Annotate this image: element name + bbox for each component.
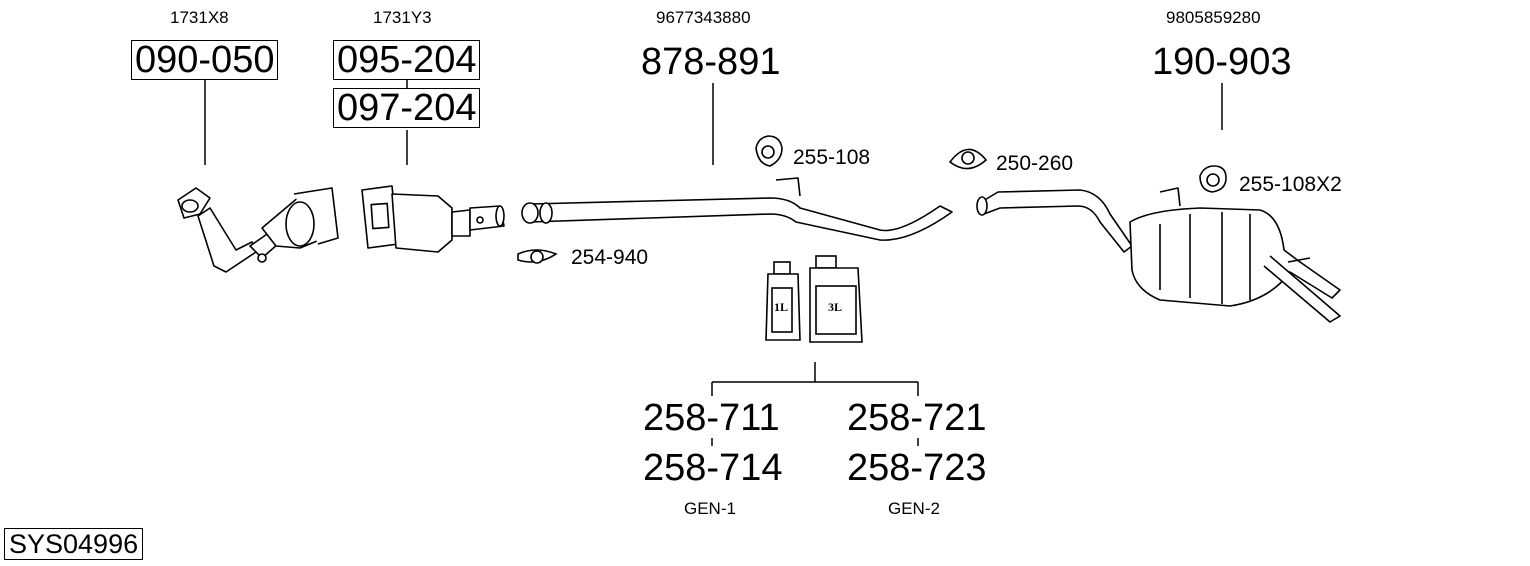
gen1-code-bottom[interactable]: 258-714	[643, 447, 783, 489]
clamp-front-icon	[517, 249, 558, 264]
middle-pipe-drawing	[521, 177, 953, 241]
middle-pipe-oem: 9677343880	[656, 8, 751, 27]
rear-silencer-oem: 9805859280	[1166, 8, 1261, 27]
catalyst-oem: 1731Y3	[373, 8, 432, 27]
hanger-rear-icon	[1199, 165, 1227, 193]
clamp-front-code[interactable]: 254-940	[571, 246, 649, 269]
gen2-code-top[interactable]: 258-721	[847, 397, 987, 439]
catalyst-alt-code[interactable]: 097-204	[333, 88, 481, 128]
catalyst-drawing	[361, 185, 505, 253]
gen2-code-bottom[interactable]: 258-723	[847, 447, 987, 489]
hanger-mid-icon	[755, 135, 783, 167]
system-id: SYS04996	[4, 528, 144, 560]
clamp-rear-icon	[948, 148, 988, 170]
gen2-label: GEN-2	[888, 499, 940, 518]
rear-silencer-drawing	[976, 187, 1341, 323]
downpipe-drawing	[177, 187, 339, 273]
clamp-rear-code[interactable]: 250-260	[996, 152, 1074, 175]
catalyst-code[interactable]: 095-204	[333, 40, 481, 80]
fluid-can-large-icon	[809, 255, 863, 343]
fluid-can-large-label: 3L	[828, 300, 843, 314]
hanger-mid-code[interactable]: 255-108	[793, 146, 871, 169]
middle-pipe-code[interactable]: 878-891	[641, 41, 781, 83]
hanger-rear-code[interactable]: 255-108X2	[1239, 173, 1342, 196]
fluid-can-small-icon	[765, 261, 801, 341]
downpipe-code[interactable]: 090-050	[131, 40, 279, 80]
downpipe-oem: 1731X8	[170, 8, 229, 27]
fluid-can-small-label: 1L	[774, 300, 789, 314]
rear-silencer-code[interactable]: 190-903	[1152, 41, 1292, 83]
gen1-code-top[interactable]: 258-711	[643, 397, 780, 439]
gen1-label: GEN-1	[684, 499, 736, 518]
